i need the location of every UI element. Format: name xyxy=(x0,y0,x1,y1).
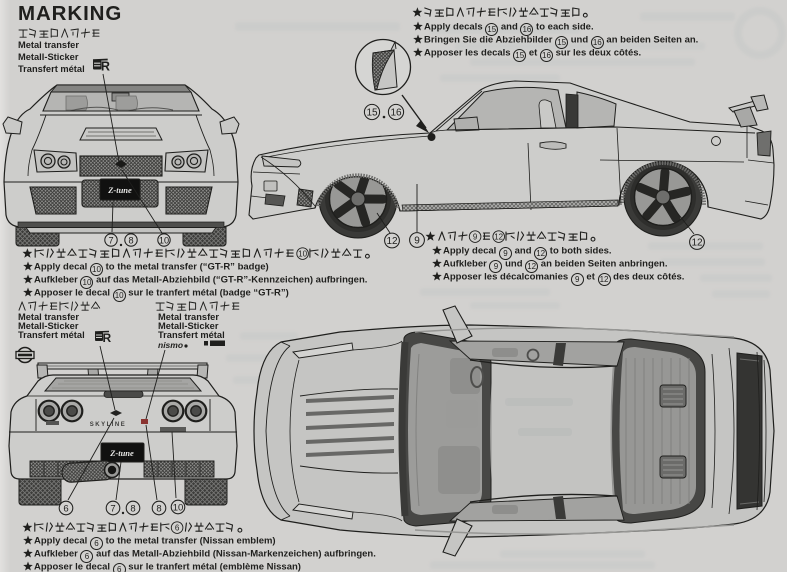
svg-text:6: 6 xyxy=(175,524,180,533)
svg-text:8: 8 xyxy=(128,235,133,245)
svg-text:nismo: nismo xyxy=(158,340,183,350)
svg-text:16: 16 xyxy=(390,108,402,119)
svg-text:R: R xyxy=(101,60,110,74)
svg-text:15: 15 xyxy=(366,108,378,119)
svg-text:9: 9 xyxy=(473,233,478,242)
svg-text:6: 6 xyxy=(63,503,68,514)
svg-text:12: 12 xyxy=(691,238,703,249)
svg-text:7: 7 xyxy=(110,503,115,514)
svg-text:12: 12 xyxy=(494,233,503,242)
svg-text:10: 10 xyxy=(298,250,307,259)
svg-text:8: 8 xyxy=(130,503,135,514)
svg-text:7: 7 xyxy=(108,235,113,245)
svg-text:Z-tune: Z-tune xyxy=(109,448,134,458)
svg-text:SKYLINE: SKYLINE xyxy=(90,422,127,428)
svg-text:8: 8 xyxy=(156,503,161,514)
svg-text:9: 9 xyxy=(414,236,420,247)
svg-text:R: R xyxy=(103,331,112,345)
svg-text:10: 10 xyxy=(173,502,184,513)
svg-text:10: 10 xyxy=(159,235,169,245)
svg-text:Z-tune: Z-tune xyxy=(107,185,132,195)
svg-text:12: 12 xyxy=(386,236,398,247)
